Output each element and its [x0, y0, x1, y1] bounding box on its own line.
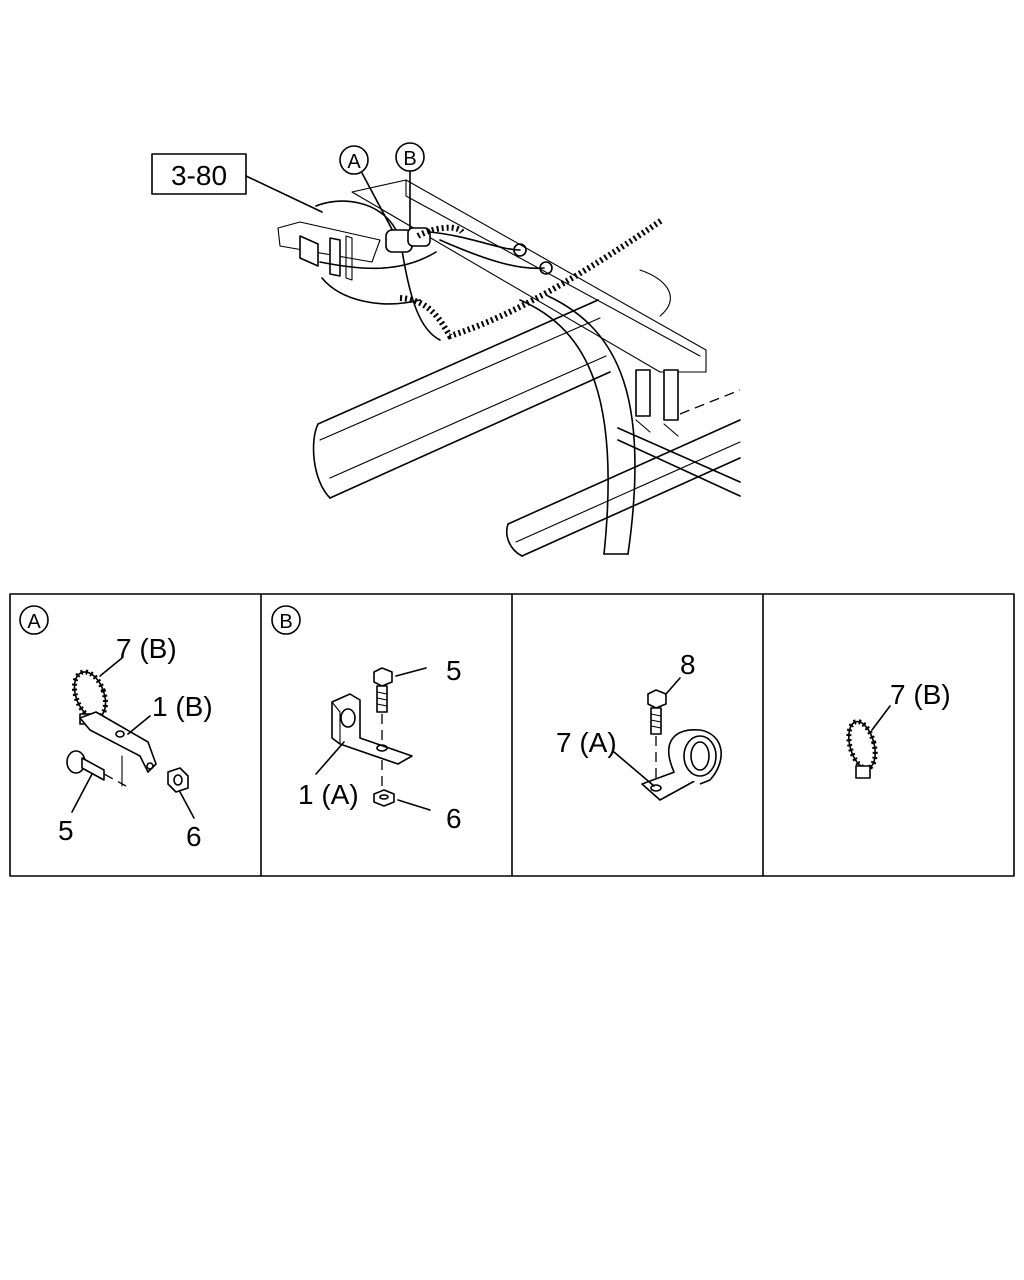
- panel-b-nut-label: 6: [446, 803, 462, 834]
- pipe-stubs: [635, 369, 679, 437]
- panel-c-bolt-leader: [665, 677, 681, 695]
- panel-a-bracket[interactable]: [79, 711, 157, 773]
- panel-b-bracket[interactable]: [331, 693, 413, 765]
- cross-member-tube: [312, 299, 611, 499]
- panel-a-bracket-label: 1 (B): [152, 691, 213, 722]
- corrugated-hose-top: [416, 224, 465, 239]
- panel-d-clip[interactable]: [844, 719, 880, 779]
- panel-a-bracket-leader: [127, 715, 151, 735]
- panel-b-nut-leader: [397, 799, 431, 811]
- corrugated-hose-main: [399, 217, 664, 340]
- panel-a-callout[interactable]: A: [19, 605, 49, 635]
- panel-a-callout-letter: A: [27, 611, 41, 633]
- lower-frame-tube: [506, 419, 741, 557]
- panel-a-nut[interactable]: [167, 767, 189, 793]
- detail-panel-b: B 5 1 (A) 6: [271, 605, 462, 834]
- detail-panel-c: 8 7 (A): [556, 649, 722, 801]
- panel-b-bracket-leader: [315, 741, 345, 775]
- callout-b[interactable]: B: [395, 142, 425, 172]
- detail-panel-a: A 7 (B) 1 (B) 5: [19, 605, 213, 852]
- callout-a[interactable]: A: [339, 145, 369, 175]
- panel-c-bolt[interactable]: [647, 689, 667, 782]
- detail-panel-d: 7 (B): [844, 679, 951, 779]
- callout-a-letter: A: [347, 151, 361, 173]
- panel-b-bolt-leader: [395, 667, 427, 677]
- panel-a-nut-leader: [179, 791, 195, 819]
- panel-d-clip-label: 7 (B): [890, 679, 951, 710]
- panel-c-bolt-label: 8: [680, 649, 696, 680]
- callout-b-letter: B: [403, 148, 416, 170]
- callout-a-leader: [361, 172, 395, 234]
- detail-panels: [9, 593, 1015, 877]
- panel-c-clamp-leader: [613, 751, 655, 787]
- reference-leader: [245, 175, 323, 213]
- panel-b-nut[interactable]: [373, 760, 395, 807]
- upper-frame-rail: [351, 179, 707, 373]
- panel-b-callout-letter: B: [279, 611, 292, 633]
- wiring-harness: [277, 200, 553, 341]
- reference-label-3-80[interactable]: 3-80: [151, 153, 247, 195]
- panel-a-bolt-label: 5: [58, 815, 74, 846]
- panel-a-bolt-leader: [71, 773, 93, 813]
- side-channel: [617, 389, 741, 497]
- panel-b-bracket-label: 1 (A): [298, 779, 359, 810]
- panel-d-clip-leader: [871, 705, 891, 731]
- panel-a-clip-label: 7 (B): [116, 633, 177, 664]
- panel-c-clamp-label: 7 (A): [556, 727, 617, 758]
- panel-b-bolt-label: 5: [446, 655, 462, 686]
- panel-b-callout[interactable]: B: [271, 605, 301, 635]
- panel-a-nut-label: 6: [186, 821, 202, 852]
- panel-c-clamp[interactable]: [641, 729, 722, 801]
- overview-illustration: 3-80 A B: [151, 142, 741, 557]
- panel-a-clip-leader: [99, 657, 123, 677]
- reference-label-text: 3-80: [171, 160, 227, 191]
- panel-b-bolt[interactable]: [373, 667, 393, 740]
- hanging-strap: [519, 295, 636, 555]
- panel-a-bolt[interactable]: [66, 750, 127, 787]
